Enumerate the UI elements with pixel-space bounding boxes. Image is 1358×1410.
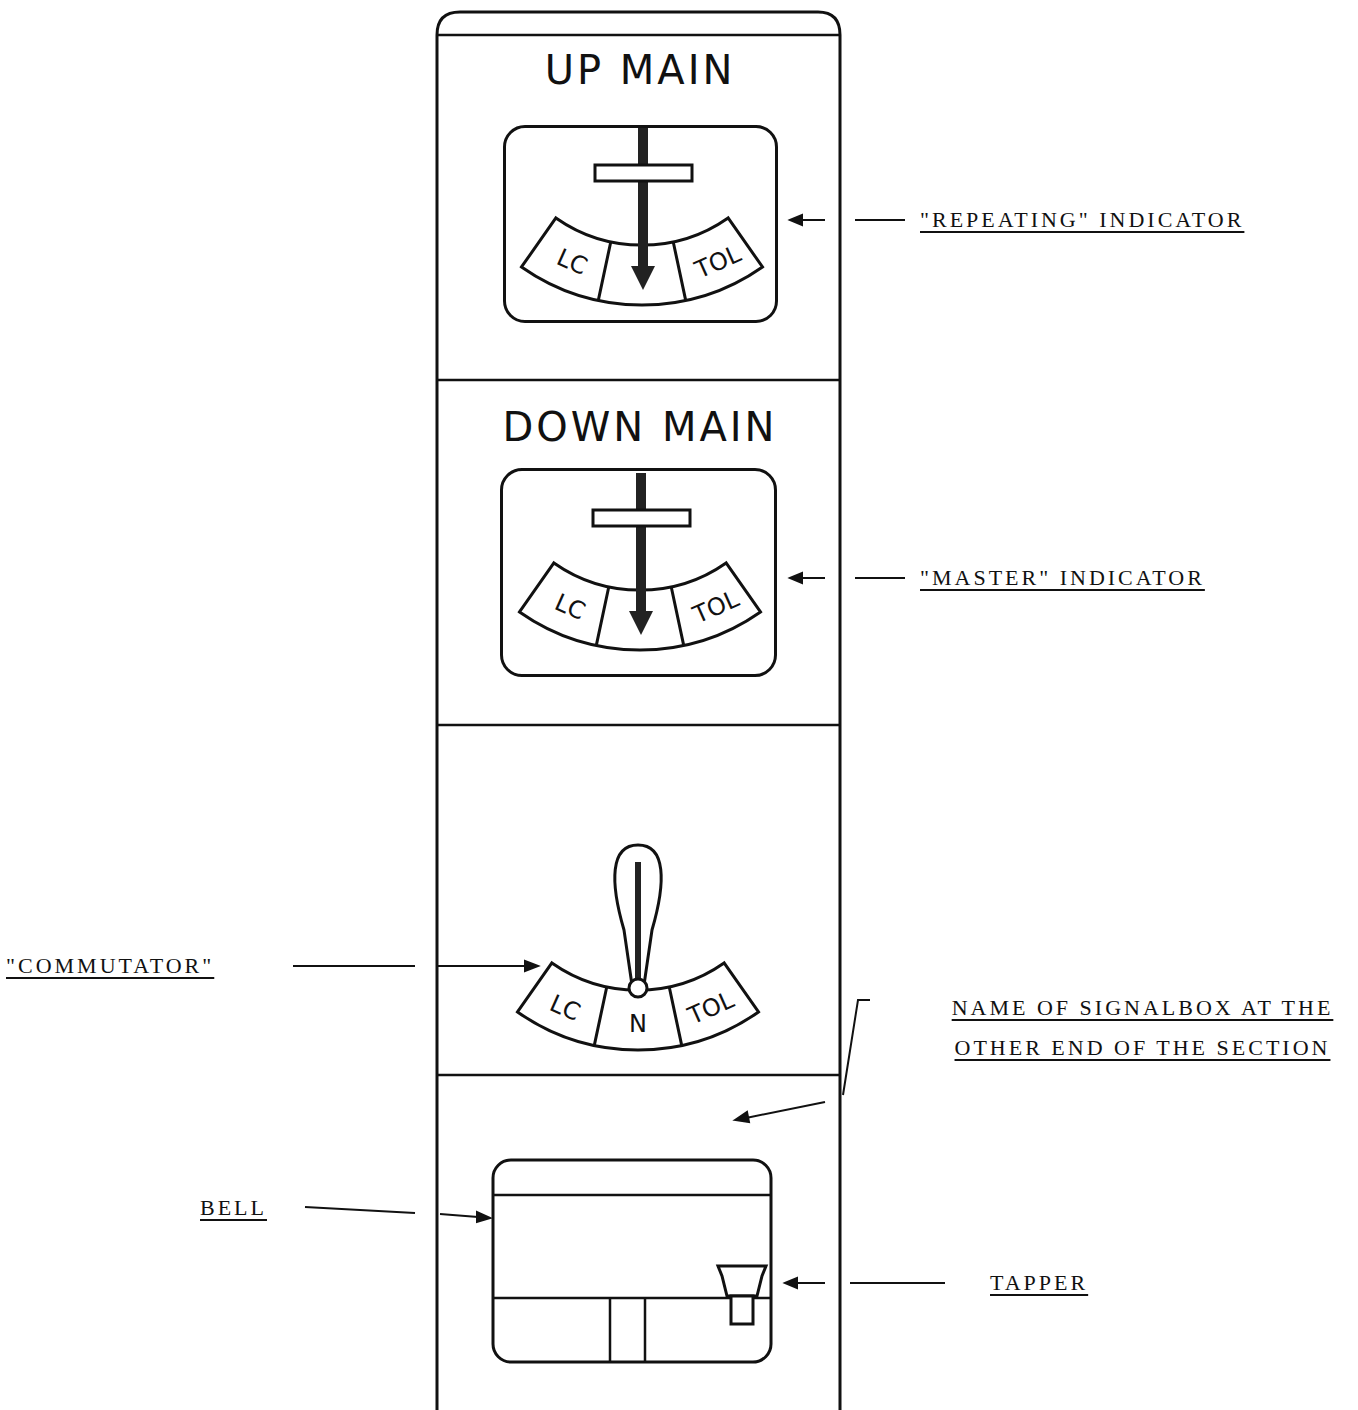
callout-label: "REPEATING" INDICATOR [920,200,1350,240]
scale-label: N [629,1012,647,1036]
panel-section: DOWN MAIN LC TOL [437,380,840,725]
indicator-dial: LC TOL [503,125,778,323]
scale-label: TOL [690,586,743,627]
tapper-stem [731,1296,753,1324]
section-divider [437,35,840,1075]
scale-label: TOL [685,987,738,1028]
leader-lines [293,215,945,1288]
scale-label: LC [551,590,588,624]
tapper-button [718,1266,766,1296]
callout-label: NAME OF SIGNALBOX AT THE OTHER END OF TH… [950,988,1335,1068]
scale-label: TOL [692,241,745,282]
commutator-pivot [629,979,647,997]
callout-label: BELL [200,1188,300,1228]
scale-label: LC [553,245,590,279]
indicator-dial: LC TOL [500,468,777,677]
track-name: UP MAIN [545,50,736,90]
bell-detail [493,1195,771,1362]
scale-label: LC [546,991,583,1025]
panel-outline [437,12,840,1410]
commutator-pointer [635,862,641,984]
track-name: DOWN MAIN [502,407,777,447]
callout-label: "MASTER" INDICATOR [920,558,1350,598]
bell-box [493,1160,771,1362]
panel-section: UP MAIN LC TOL [437,35,840,380]
commutator-dial: LC N TOL [500,830,780,1070]
commutator-handle [615,845,661,985]
dial-needle [593,473,690,635]
callout-label: "COMMUTATOR" [6,946,288,986]
dial-needle [595,128,692,290]
callout-label: TAPPER [990,1263,1190,1303]
